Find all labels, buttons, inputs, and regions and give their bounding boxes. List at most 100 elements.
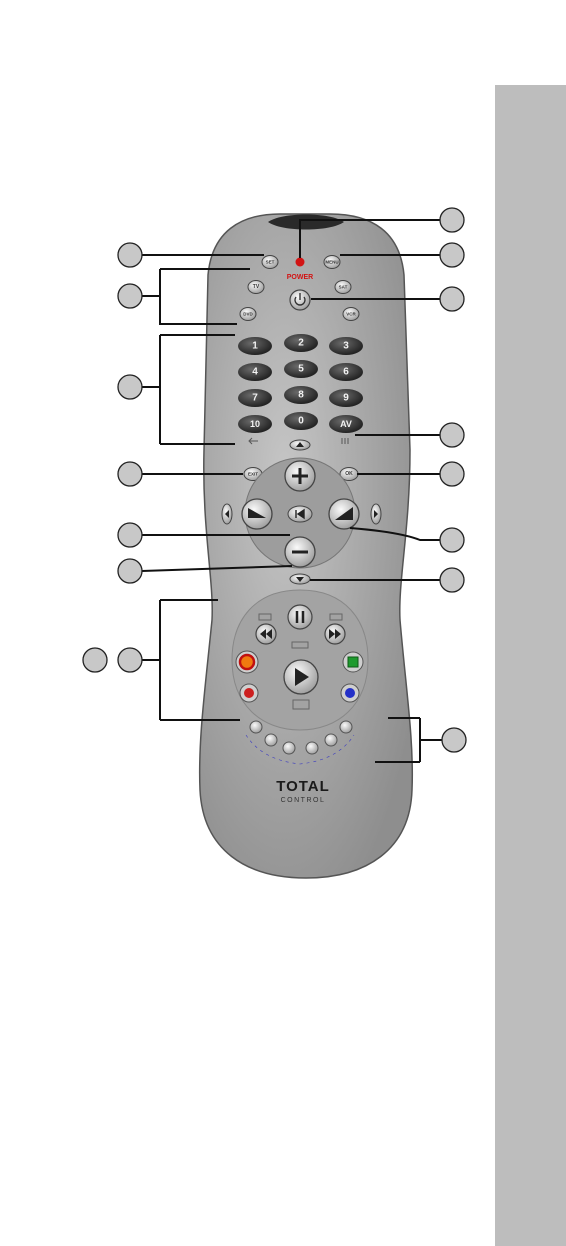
- down-small-key[interactable]: [289, 573, 311, 585]
- bottom-key-1[interactable]: [249, 720, 263, 734]
- svg-text:9: 9: [343, 393, 349, 404]
- svg-text:EXIT: EXIT: [248, 472, 258, 477]
- pause-icon: [295, 611, 305, 623]
- callout-circle: [82, 647, 108, 673]
- device-key-set[interactable]: SET: [261, 255, 279, 269]
- svg-text:2: 2: [298, 338, 304, 349]
- callout-circle: [117, 558, 143, 584]
- svg-text:10: 10: [250, 419, 260, 429]
- number-keypad: 1 2 3 4 5 6 7 8 9 10 0 AV: [238, 334, 363, 433]
- callout-circle: [117, 242, 143, 268]
- right-wedge-button[interactable]: [328, 498, 360, 530]
- power-led: [295, 257, 305, 267]
- callout-circle: [117, 647, 143, 673]
- rewind-button[interactable]: [255, 623, 277, 645]
- side-left-key[interactable]: [221, 503, 233, 525]
- plus-button[interactable]: [284, 460, 316, 492]
- callout-circle: [117, 283, 143, 309]
- side-right-key[interactable]: [370, 503, 382, 525]
- fast-forward-button[interactable]: [324, 623, 346, 645]
- skip-back-icon: [295, 508, 305, 520]
- fast-forward-icon: [329, 629, 341, 639]
- callout-circle: [439, 422, 465, 448]
- center-skip-button[interactable]: [287, 505, 313, 523]
- play-icon: [295, 668, 309, 686]
- remote-top-cap: [268, 214, 344, 230]
- number-key-4[interactable]: 4: [238, 363, 272, 381]
- callout-circle: [439, 567, 465, 593]
- pause-button[interactable]: [287, 604, 313, 630]
- screen-indicator-icon: [292, 699, 310, 710]
- triangle-right-icon: [374, 510, 378, 518]
- number-key-3[interactable]: 3: [329, 337, 363, 355]
- number-key-6[interactable]: 6: [329, 363, 363, 381]
- svg-text:AV: AV: [340, 419, 352, 429]
- wedge-left-icon: [248, 508, 266, 518]
- device-key-sat[interactable]: SAT: [334, 280, 352, 294]
- play-button[interactable]: [283, 659, 319, 695]
- callout-circle: [439, 207, 465, 233]
- green-key[interactable]: [342, 651, 364, 673]
- number-key-0[interactable]: 0: [284, 412, 318, 430]
- rew-indicator-icon: [258, 613, 272, 621]
- svg-text:5: 5: [298, 364, 304, 375]
- bottom-key-4[interactable]: [305, 741, 319, 755]
- rewind-icon: [260, 629, 272, 639]
- record-indicator-icon: [291, 641, 309, 649]
- device-key-menu[interactable]: MENU: [323, 255, 341, 269]
- left-wedge-button[interactable]: [241, 498, 273, 530]
- svg-text:6: 6: [343, 367, 349, 378]
- svg-text:TV: TV: [253, 284, 260, 290]
- callout-circle: [439, 527, 465, 553]
- red-key[interactable]: [239, 683, 259, 703]
- bottom-key-6[interactable]: [339, 720, 353, 734]
- triangle-down-icon: [296, 577, 304, 582]
- callout-circle: [117, 461, 143, 487]
- svg-text:8: 8: [298, 390, 304, 401]
- bottom-key-labels: [245, 734, 355, 765]
- svg-text:3: 3: [343, 341, 349, 352]
- svg-text:OK: OK: [345, 471, 353, 477]
- number-key-5[interactable]: 5: [284, 360, 318, 378]
- callout-circle: [117, 374, 143, 400]
- number-key-2[interactable]: 2: [284, 334, 318, 352]
- device-key-vcr[interactable]: VCR: [342, 307, 360, 321]
- orange-key[interactable]: [235, 650, 259, 674]
- callout-circle: [441, 727, 467, 753]
- power-label: POWER: [287, 274, 313, 281]
- minus-button[interactable]: [284, 536, 316, 568]
- wedge-right-icon: [335, 507, 353, 520]
- callout-circle: [439, 286, 465, 312]
- bottom-key-5[interactable]: [324, 733, 338, 747]
- callout-circle: [439, 461, 465, 487]
- double-bar-icon: [341, 438, 349, 444]
- ff-indicator-icon: [329, 613, 343, 621]
- brand-control: CONTROL: [281, 797, 326, 804]
- power-button[interactable]: [289, 289, 311, 311]
- enter-arrow-icon: [248, 437, 258, 445]
- plus-icon: [292, 468, 308, 484]
- svg-text:7: 7: [252, 393, 258, 404]
- blue-key[interactable]: [340, 683, 360, 703]
- triangle-up-icon: [296, 442, 304, 447]
- number-key-7[interactable]: 7: [238, 389, 272, 407]
- side-tab: [495, 85, 566, 1246]
- svg-text:1: 1: [252, 341, 258, 352]
- device-key-tv[interactable]: TV: [247, 280, 265, 294]
- bottom-key-2[interactable]: [264, 733, 278, 747]
- svg-text:DVD: DVD: [243, 312, 253, 317]
- number-key-1[interactable]: 1: [238, 337, 272, 355]
- number-key-9[interactable]: 9: [329, 389, 363, 407]
- svg-text:0: 0: [298, 416, 304, 427]
- number-key-10[interactable]: 10: [238, 415, 272, 433]
- svg-text:SAT: SAT: [339, 285, 348, 290]
- triangle-left-icon: [225, 510, 229, 518]
- up-small-key[interactable]: [289, 439, 311, 451]
- svg-text:SET: SET: [266, 260, 275, 265]
- number-key-8[interactable]: 8: [284, 386, 318, 404]
- svg-text:4: 4: [252, 367, 258, 378]
- av-key[interactable]: AV: [329, 415, 363, 433]
- bottom-key-3[interactable]: [282, 741, 296, 755]
- power-icon: [294, 296, 306, 306]
- device-key-dvd[interactable]: DVD: [239, 307, 257, 321]
